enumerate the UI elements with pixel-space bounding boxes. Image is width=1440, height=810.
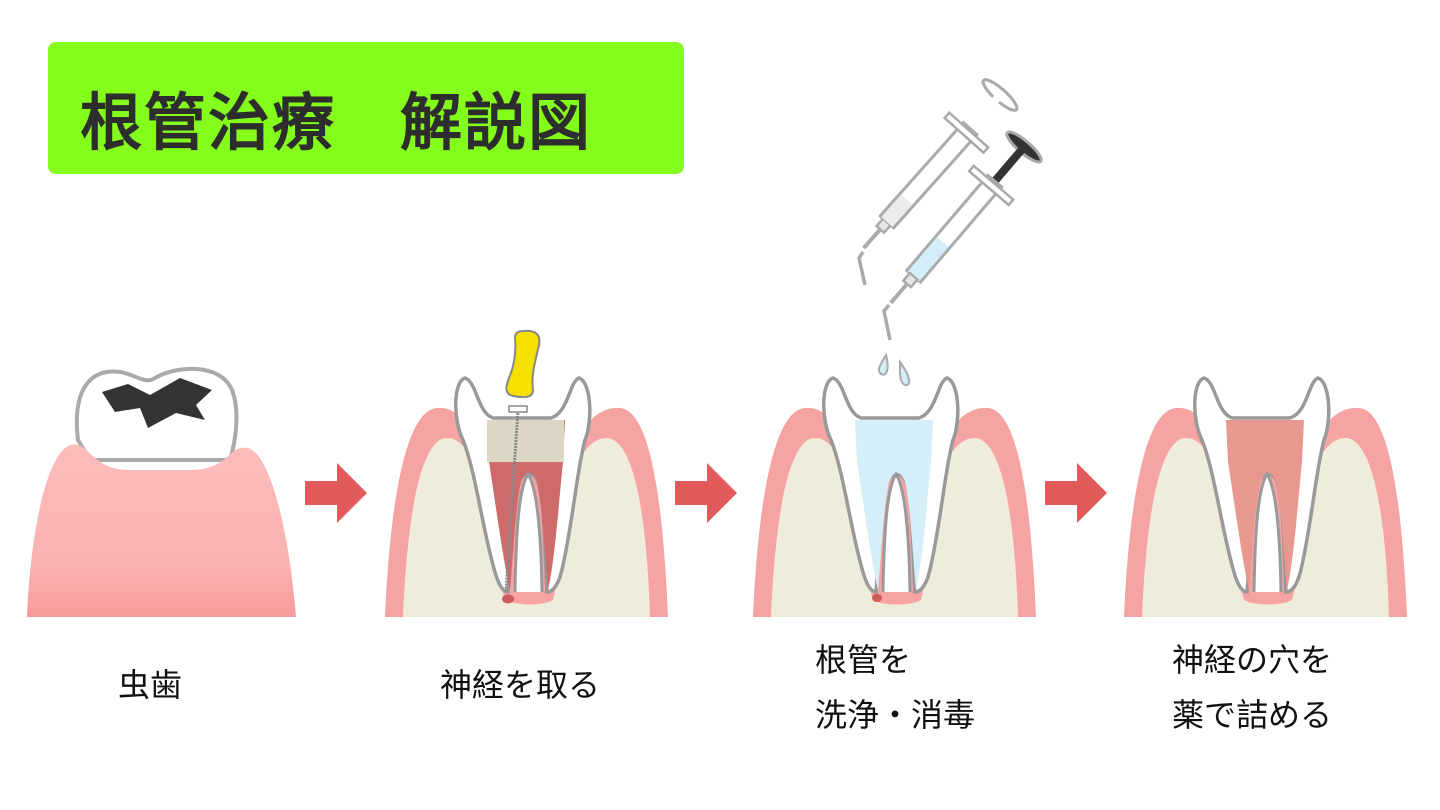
- label-line: 神経の穴を: [1172, 641, 1333, 679]
- water-drop-icon: [877, 352, 889, 376]
- nerve-removal-illustration: [385, 329, 668, 617]
- endodontic-file-icon: [505, 329, 541, 399]
- syringe-icon: [842, 71, 1026, 268]
- step-label-filling: 神経の穴を 薬で詰める: [1172, 633, 1332, 743]
- step-label-cleaning: 根管を 洗浄・消毒: [815, 633, 975, 743]
- syringe-icon: [889, 130, 1043, 305]
- step-label-nerve-removal: 神経を取る: [440, 658, 600, 713]
- step-label-decay: 虫歯: [118, 658, 182, 713]
- label-line: 神経を取る: [440, 666, 601, 704]
- arrow-right-icon: [1045, 463, 1107, 523]
- cavity-icon: [102, 378, 212, 428]
- canal-cleaning-illustration: [753, 376, 1036, 617]
- arrows: [305, 463, 1107, 523]
- arrow-right-icon: [675, 463, 737, 523]
- water-drop-icon: [898, 358, 911, 387]
- gum: [27, 444, 296, 617]
- label-line: 虫歯: [118, 666, 183, 704]
- label-line: 根管を: [815, 641, 912, 679]
- arrow-right-icon: [305, 463, 367, 523]
- diagram-title: 根管治療 解説図: [80, 86, 593, 159]
- canal-filling-illustration: [1124, 376, 1407, 617]
- label-line: 薬で詰める: [1172, 696, 1333, 734]
- label-line: 洗浄・消毒: [815, 696, 976, 734]
- syringes: [842, 71, 1043, 387]
- decayed-tooth-illustration: [27, 366, 296, 617]
- title-banner: 根管治療 解説図: [48, 42, 684, 174]
